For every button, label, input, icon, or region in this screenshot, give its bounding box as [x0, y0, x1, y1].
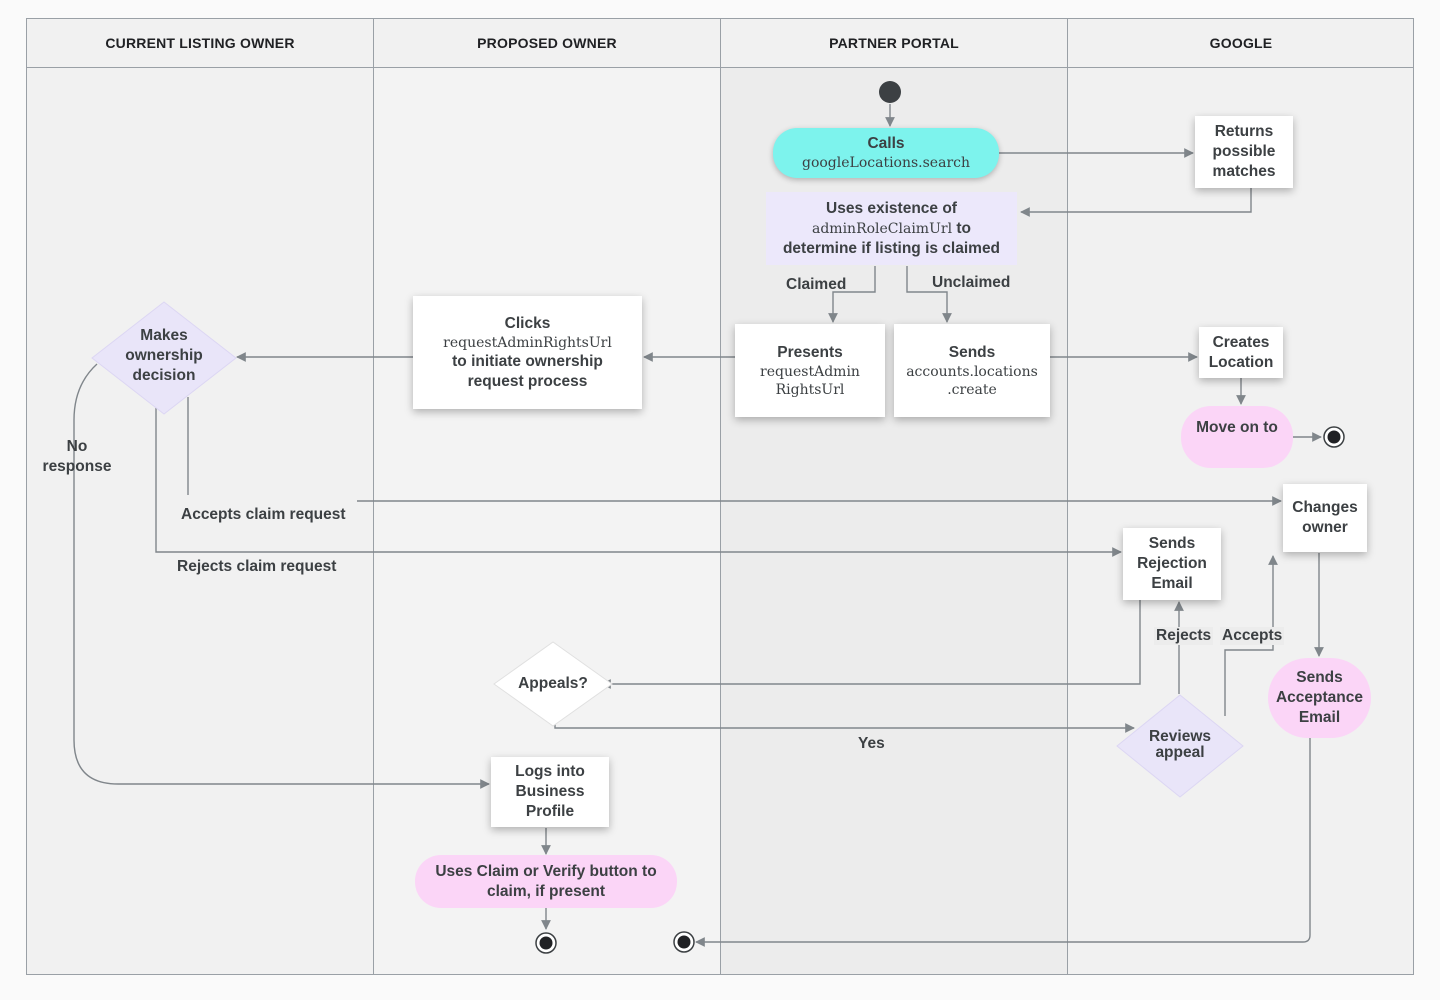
connector: [554, 714, 1135, 733]
uses-claim-node: Uses Claim or Verify button to claim, if…: [415, 855, 677, 908]
node-label: Presents: [777, 343, 843, 361]
end-node-move-on: [1323, 426, 1345, 448]
lane-current-listing-owner: CURRENT LISTING OWNER: [26, 18, 373, 975]
node-label: Creates Location: [1208, 333, 1274, 371]
node-label: request process: [467, 372, 588, 390]
sends-acceptance-node: Sends Acceptance Email: [1268, 658, 1371, 738]
clicks-request-node: Clicks requestAdminRightsUrl to initiate…: [413, 296, 642, 409]
uses-existence-node: Uses existence of adminRoleClaimUrl to d…: [766, 192, 1017, 265]
yes-label: Yes: [856, 735, 887, 753]
node-label: determine if listing is claimed: [782, 239, 1001, 257]
calls-search-node: Calls googleLocations.search: [773, 128, 999, 178]
node-code: requestAdminRightsUrl: [443, 334, 612, 351]
lane-title: GOOGLE: [1068, 18, 1414, 68]
node-code: googleLocations.search: [801, 155, 970, 171]
connector: [1020, 188, 1252, 217]
makes-decision-label: Makes ownership decision: [125, 327, 203, 384]
node-label: Sends Acceptance Email: [1275, 669, 1363, 726]
returns-matches-node: Returns possible matches: [1195, 116, 1293, 188]
node-label: Uses existence of: [826, 199, 957, 217]
node-label: Uses Claim or Verify button to claim, if…: [435, 862, 657, 900]
node-code: adminRoleClaimUrl: [811, 220, 953, 237]
lane-title: CURRENT LISTING OWNER: [27, 18, 373, 68]
node-code: .create: [947, 381, 997, 398]
node-label: Logs into Business Profile: [515, 763, 585, 820]
connector: [695, 738, 1311, 947]
node-label: Returns possible matches: [1212, 123, 1276, 180]
rejects-claim-label: Rejects claim request: [177, 558, 337, 575]
node-label: Calls: [867, 135, 905, 152]
reviews-appeal-label: Reviews appeal: [1148, 728, 1212, 761]
node-code: requestAdmin: [760, 363, 860, 380]
sends-create-node: Sends accounts.locations .create: [894, 324, 1050, 417]
node-label: Changes owner: [1292, 499, 1358, 536]
logs-into-node: Logs into Business Profile: [491, 757, 609, 827]
makes-decision-diamond: [91, 301, 237, 415]
rejects-label: Rejects: [1154, 627, 1214, 645]
presents-node: Presents requestAdmin RightsUrl: [735, 324, 885, 417]
node-label: Clicks: [504, 314, 551, 332]
claimed-label: Claimed: [786, 276, 847, 293]
lane-title: PROPOSED OWNER: [374, 18, 720, 68]
node-code: RightsUrl: [775, 381, 845, 398]
creates-location-node: Creates Location: [1199, 327, 1283, 378]
connector: [73, 363, 490, 789]
no-response-label: No response: [42, 438, 112, 475]
changes-owner-node: Changes owner: [1283, 484, 1367, 552]
connector: [1224, 555, 1278, 716]
node-label: Move on to: [1196, 419, 1278, 436]
node-label: Sends Rejection Email: [1137, 535, 1207, 592]
appeals-label: Appeals?: [518, 675, 588, 692]
node-label: to initiate ownership: [452, 352, 603, 370]
node-code: accounts.locations: [906, 363, 1038, 380]
connector: [828, 266, 876, 323]
end-node-proposed: [535, 932, 557, 954]
end-node-acceptance: [673, 931, 695, 953]
lane-title: PARTNER PORTAL: [721, 18, 1067, 68]
connector: [155, 408, 1122, 557]
start-node: [879, 81, 901, 103]
sends-rejection-node: Sends Rejection Email: [1123, 528, 1221, 600]
accepts-label: Accepts: [1220, 627, 1285, 645]
node-label: to: [956, 219, 972, 237]
node-label: Sends: [948, 343, 996, 361]
accepts-claim-label: Accepts claim request: [181, 506, 346, 523]
reviews-appeal-diamond: [1116, 694, 1244, 798]
connector: [906, 266, 952, 323]
appeals-diamond: [493, 641, 613, 727]
unclaimed-label: Unclaimed: [932, 274, 1011, 291]
move-on-node: Move on to: [1181, 406, 1293, 468]
connector: [601, 600, 1141, 689]
